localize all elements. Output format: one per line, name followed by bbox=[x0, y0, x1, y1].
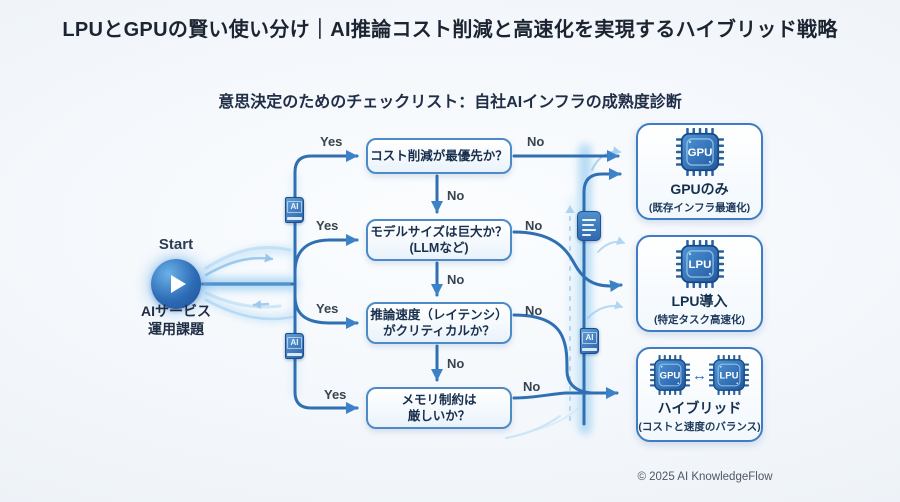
chip-label: LPU bbox=[688, 259, 711, 271]
edge-channel-gpu bbox=[582, 168, 622, 426]
edge-yes-2 bbox=[293, 234, 359, 274]
decision-text: がクリティカルか？ bbox=[383, 324, 495, 338]
no-down-label-2: No bbox=[447, 272, 465, 287]
decision-box-model-size: モデルサイズは巨大か？ (LLMなど) bbox=[366, 219, 512, 261]
ai-book-label: AI bbox=[287, 337, 302, 349]
lpu-chip-icon: LPU bbox=[675, 240, 724, 288]
start-caption-line2: 運用課題 bbox=[148, 320, 204, 337]
start-node bbox=[151, 259, 201, 309]
play-icon bbox=[171, 275, 186, 293]
main-connectors bbox=[200, 150, 623, 426]
chip-row: GPU bbox=[675, 128, 724, 176]
decision-text: コスト削減が最優先か？ bbox=[370, 148, 508, 163]
bidirectional-arrow-icon: ↔ bbox=[692, 366, 707, 384]
outcome-sub: (既存インフラ最適化) bbox=[648, 202, 751, 214]
doc-line bbox=[582, 219, 596, 221]
edge-yes-4 bbox=[293, 282, 359, 414]
decision-text: 推論速度（レイテンシ） bbox=[370, 307, 508, 322]
doc-line bbox=[582, 224, 594, 226]
yes-label-4: Yes bbox=[324, 387, 347, 402]
ai-book-icon: AI bbox=[285, 333, 304, 359]
chip-label: GPU bbox=[660, 370, 681, 381]
decision-text: (LLMなど) bbox=[409, 241, 469, 255]
page-title: LPUとGPUの賢い使い分け｜AI推論コスト削減と高速化を実現するハイブリッド戦… bbox=[62, 19, 838, 41]
start-label: Start bbox=[158, 236, 194, 253]
page-subtitle: 意思決定のためのチェックリスト：自社AIインフラの成熟度診断 bbox=[218, 94, 682, 111]
no-right-label-3: No bbox=[525, 303, 543, 318]
document-icon bbox=[577, 211, 601, 241]
outcome-box-lpu: LPU LPU導入 (特定タスク高速化) bbox=[636, 235, 763, 332]
no-right-label-1: No bbox=[527, 134, 545, 149]
gpu-chip-icon: GPU bbox=[650, 355, 690, 395]
outcome-box-hybrid: GPU ↔ LPU ハイブリッド (コストと速度のバランス) bbox=[636, 347, 763, 442]
edge-no-right-2 bbox=[512, 230, 623, 292]
decision-box-memory: メモリ制約は 厳しいか？ bbox=[366, 387, 512, 429]
start-caption: AIサービス 運用課題 bbox=[121, 303, 231, 339]
no-down-label-1: No bbox=[447, 188, 465, 203]
decision-text: 厳しいか？ bbox=[407, 409, 471, 423]
edge-no-right-4 bbox=[512, 387, 619, 400]
no-right-label-4: No bbox=[523, 379, 541, 394]
outcome-name: LPU導入 bbox=[671, 293, 728, 309]
doc-line bbox=[582, 234, 591, 236]
outcome-box-gpu-only: GPU GPUのみ (既存インフラ最適化) bbox=[636, 123, 763, 220]
edge-no-right-3 bbox=[512, 313, 612, 395]
ai-book-icon: AI bbox=[285, 197, 304, 223]
outcome-sub: (特定タスク高速化) bbox=[654, 314, 745, 326]
yes-label-2: Yes bbox=[316, 218, 339, 233]
outcome-name: GPUのみ bbox=[670, 181, 729, 197]
copyright-text: © 2025 AI KnowledgeFlow bbox=[637, 471, 773, 483]
no-right-label-2: No bbox=[525, 218, 543, 233]
edge-yes-1 bbox=[293, 150, 359, 286]
outcome-sub: (コストと速度のバランス) bbox=[638, 421, 761, 433]
chip-row: LPU bbox=[675, 240, 724, 288]
no-down-label-3: No bbox=[447, 356, 465, 371]
chip-row: GPU ↔ LPU bbox=[650, 355, 749, 395]
decision-text: メモリ制約は bbox=[401, 392, 477, 407]
decision-box-latency: 推論速度（レイテンシ） がクリティカルか？ bbox=[366, 302, 512, 344]
outcome-name: ハイブリッド bbox=[657, 400, 742, 416]
gpu-chip-icon: GPU bbox=[675, 128, 724, 176]
decision-text: モデルサイズは巨大か？ bbox=[370, 224, 508, 239]
lpu-chip-icon: LPU bbox=[709, 355, 749, 395]
start-caption-line1: AIサービス bbox=[141, 303, 211, 319]
decision-box-cost: コスト削減が最優先か？ bbox=[366, 138, 512, 174]
chip-label: GPU bbox=[687, 147, 712, 159]
ai-book-label: AI bbox=[287, 201, 302, 213]
decorative-streaks bbox=[204, 146, 625, 439]
yes-label-1: Yes bbox=[320, 134, 343, 149]
chip-label: LPU bbox=[719, 370, 738, 381]
yes-label-3: Yes bbox=[316, 301, 339, 316]
ai-book-label: AI bbox=[582, 332, 597, 344]
ai-book-icon: AI bbox=[580, 328, 599, 354]
doc-line bbox=[582, 229, 596, 231]
